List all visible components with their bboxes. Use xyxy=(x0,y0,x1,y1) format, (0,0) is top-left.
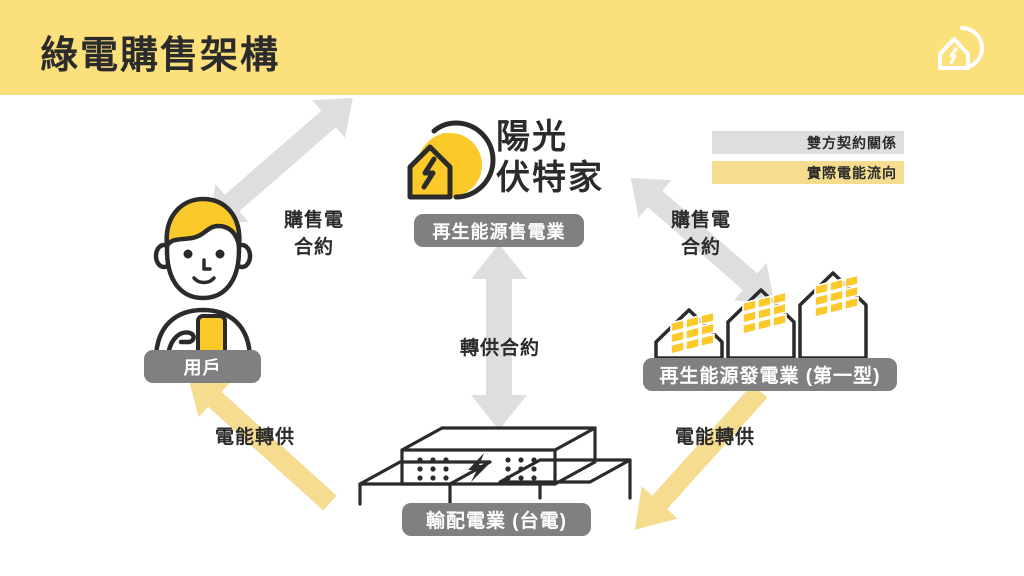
person-with-phone-icon xyxy=(138,190,268,363)
arrow-transfer-left xyxy=(187,374,337,511)
legend-label-flow: 實際電能流向 xyxy=(807,164,897,181)
arrow-wheeling xyxy=(471,244,527,430)
header-banner: 綠電購售架構 xyxy=(0,0,1024,95)
arrow-label-transfer-left: 電能轉供 xyxy=(214,427,295,448)
diagram-canvas: 雙方契約關係 實際電能流向 xyxy=(0,95,1024,576)
node-label-user: 用戶 xyxy=(144,350,261,383)
legend-label-contract: 雙方契約關係 xyxy=(807,134,897,151)
house-sun-logo-icon xyxy=(932,17,998,79)
arrow-label-transfer-right: 電能轉供 xyxy=(674,427,755,448)
arrow-label-ppa-right: 購售電 合約 xyxy=(670,210,731,258)
arrow-transfer-right xyxy=(634,384,768,530)
brand-logo-center: 陽光 伏特家 xyxy=(404,113,604,208)
node-label-grid: 輸配電業 (台電) xyxy=(402,503,591,536)
legend-item-contract: 雙方契約關係 xyxy=(712,131,904,154)
arrow-ppa-right xyxy=(630,178,775,303)
node-label-retailer: 再生能源售電業 xyxy=(414,214,584,247)
solar-roof-houses-icon xyxy=(650,270,896,365)
brand-name-line1: 陽光 xyxy=(496,118,568,156)
power-plant-bolt-icon xyxy=(340,420,650,515)
arrow-label-ppa-left: 購售電 合約 xyxy=(283,210,344,258)
arrow-label-wheeling: 轉供合約 xyxy=(459,338,540,359)
brand-name-line2: 伏特家 xyxy=(496,159,604,197)
page-title: 綠電購售架構 xyxy=(40,35,281,77)
legend: 雙方契約關係 實際電能流向 xyxy=(712,131,904,184)
node-label-generator: 再生能源發電業 (第一型) xyxy=(643,358,897,391)
arrow-ppa-left xyxy=(207,98,353,224)
sun-house-bolt-icon xyxy=(404,117,496,203)
legend-item-flow: 實際電能流向 xyxy=(712,161,904,184)
arrows-layer xyxy=(187,98,775,530)
brand-wordmark: 陽光 伏特家 xyxy=(496,117,604,199)
